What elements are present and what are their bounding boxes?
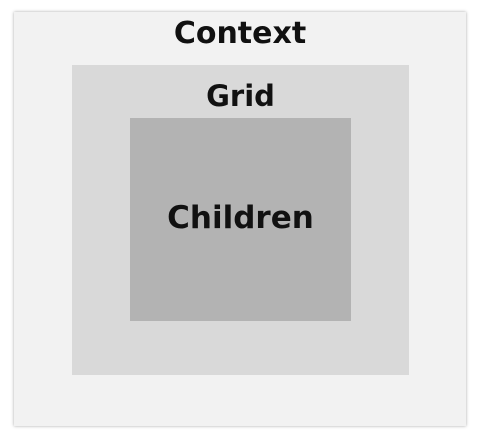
children-label: Children (167, 200, 314, 236)
context-label: Context (173, 16, 307, 51)
children-box (130, 118, 351, 321)
grid-label: Grid (206, 79, 275, 113)
